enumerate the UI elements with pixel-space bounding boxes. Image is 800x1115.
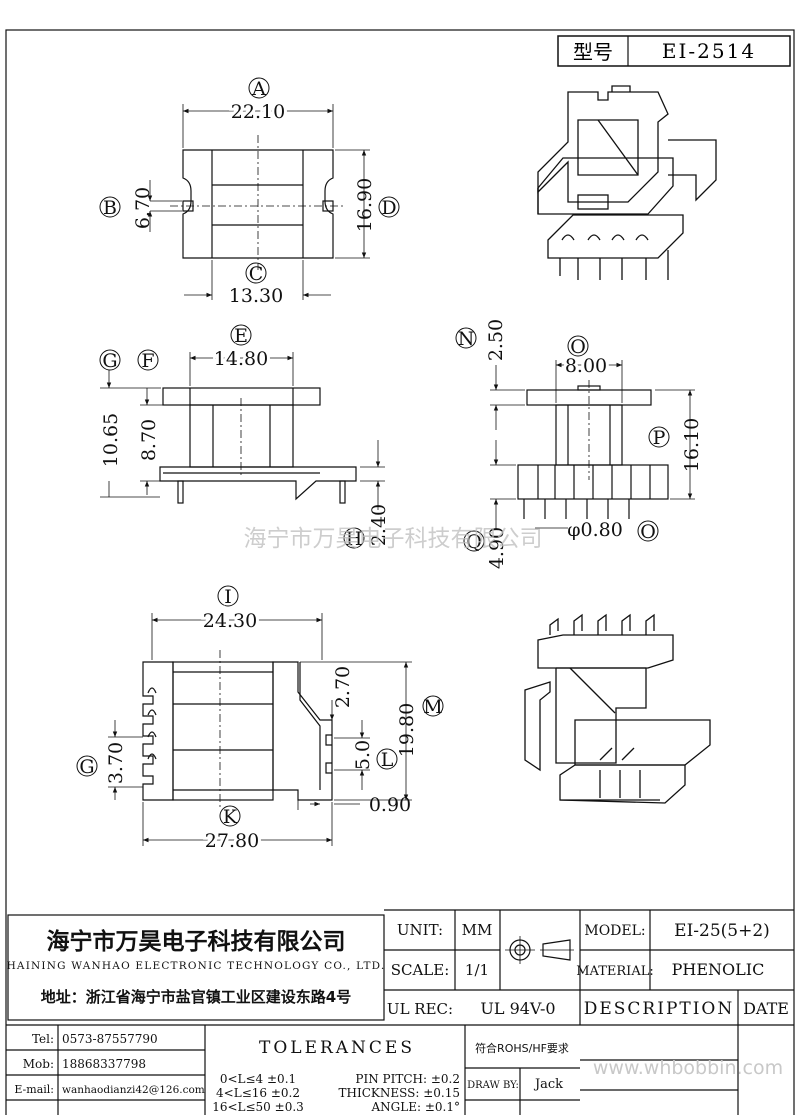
svg-text:8.00: 8.00 xyxy=(565,355,607,377)
svg-text:16<L≤50 ±0.3: 16<L≤50 ±0.3 xyxy=(212,1100,304,1114)
sheet-border xyxy=(5,29,795,1115)
svg-text:O: O xyxy=(640,521,656,543)
side-view xyxy=(490,360,695,530)
isometric-view-top xyxy=(537,85,717,280)
model-title-label: 型号 xyxy=(573,40,613,64)
bottom-view-labels: I 24.30 19.80 M 2.70 5.0 L G 3.70 K 27.8… xyxy=(76,585,444,855)
svg-text:F: F xyxy=(141,350,154,372)
svg-text:Q: Q xyxy=(466,531,482,553)
svg-text:P: P xyxy=(653,427,666,449)
email-value: wanhaodianzi42@126.com xyxy=(62,1084,205,1096)
tel-label: Tel: xyxy=(32,1032,54,1046)
model-label: MODEL: xyxy=(584,923,645,939)
svg-text:16.90: 16.90 xyxy=(354,178,376,232)
draw-by-label: DRAW BY: xyxy=(467,1080,519,1091)
mob-label: Mob: xyxy=(23,1057,54,1071)
svg-text:10.65: 10.65 xyxy=(100,413,122,467)
material-value: PHENOLIC xyxy=(672,960,765,979)
model-title-box: 型号 EI-2514 xyxy=(557,35,791,67)
bottom-view xyxy=(108,613,412,846)
svg-text:K: K xyxy=(223,806,238,828)
svg-text:2.50: 2.50 xyxy=(485,319,507,361)
web-watermark: www.whbobbin.com xyxy=(593,1057,783,1079)
top-view-labels: A 22.10 B 6.70 C 13.30 16.90 D xyxy=(99,77,400,310)
svg-text:L: L xyxy=(381,749,394,771)
svg-text:B: B xyxy=(103,197,117,219)
svg-text:2.40: 2.40 xyxy=(368,504,390,546)
material-label: MATERIAL: xyxy=(576,964,653,979)
draw-by-value: Jack xyxy=(533,1077,563,1092)
svg-text:5.0: 5.0 xyxy=(352,740,374,770)
svg-text:3.70: 3.70 xyxy=(105,742,127,784)
unit-value: MM xyxy=(462,921,493,939)
svg-text:22.10: 22.10 xyxy=(231,101,285,123)
svg-text:13.30: 13.30 xyxy=(229,285,283,307)
date-header: DATE xyxy=(743,999,789,1018)
svg-text:O: O xyxy=(570,336,586,358)
svg-text:I: I xyxy=(224,586,232,608)
svg-text:ANGLE: ±0.1°: ANGLE: ±0.1° xyxy=(371,1100,460,1114)
svg-text:24.30: 24.30 xyxy=(203,610,257,632)
description-header: DESCRIPTION xyxy=(584,999,735,1019)
svg-text:E: E xyxy=(234,325,248,347)
tel-value: 0573-87557790 xyxy=(62,1032,158,1046)
title-block-text: 海宁市万昊电子科技有限公司 HAINING WANHAO ELECTRONIC … xyxy=(7,921,789,1114)
tolerances-title: TOLERANCES xyxy=(259,1038,415,1058)
ul-rec-label: UL REC: xyxy=(387,1000,453,1018)
svg-text:16.10: 16.10 xyxy=(681,418,703,472)
svg-text:A: A xyxy=(251,78,266,100)
svg-text:0<L≤4 ±0.1: 0<L≤4 ±0.1 xyxy=(220,1072,296,1086)
side-view-labels: N 2.50 O 8.00 P 16.10 Q 4.90 φ0.80 O xyxy=(455,319,703,569)
svg-text:4<L≤16 ±0.2: 4<L≤16 ±0.2 xyxy=(216,1086,300,1100)
scale-label: SCALE: xyxy=(391,961,450,979)
svg-text:27.80: 27.80 xyxy=(205,830,259,852)
svg-text:19.80: 19.80 xyxy=(396,703,418,757)
model-value: EI-25(5+2) xyxy=(674,921,770,941)
svg-text:0.90: 0.90 xyxy=(369,794,411,816)
front-view-labels: E 14.80 G F 10.65 8.70 2.40 H xyxy=(99,324,390,550)
company-address: 地址：浙江省海宁市盐官镇工业区建设东路4号 xyxy=(41,988,351,1006)
mob-value: 18868337798 xyxy=(62,1057,146,1071)
svg-text:PIN PITCH: ±0.2: PIN PITCH: ±0.2 xyxy=(355,1072,460,1086)
model-title-value: EI-2514 xyxy=(662,39,756,63)
company-name-cn: 海宁市万昊电子科技有限公司 xyxy=(47,928,346,955)
email-label: E-mail: xyxy=(14,1083,54,1096)
title-block xyxy=(6,909,794,1115)
ul-rec-value: UL 94V-0 xyxy=(480,999,555,1018)
svg-text:D: D xyxy=(381,197,396,219)
svg-text:6.70: 6.70 xyxy=(132,187,154,229)
rohs-note: 符合ROHS/HF要求 xyxy=(475,1041,569,1055)
svg-text:4.90: 4.90 xyxy=(486,527,508,569)
unit-label: UNIT: xyxy=(397,921,443,939)
company-name-en: HAINING WANHAO ELECTRONIC TECHNOLOGY CO.… xyxy=(7,960,386,972)
company-watermark: 海宁市万昊电子科技有限公司 xyxy=(244,526,543,552)
svg-text:2.70: 2.70 xyxy=(332,666,354,708)
top-view xyxy=(147,104,370,300)
scale-value: 1/1 xyxy=(465,961,489,979)
svg-text:H: H xyxy=(346,528,363,550)
svg-text:φ0.80: φ0.80 xyxy=(567,519,623,541)
svg-text:C: C xyxy=(249,263,264,285)
svg-text:THICKNESS: ±0.15: THICKNESS: ±0.15 xyxy=(339,1086,460,1100)
front-view xyxy=(100,352,385,510)
isometric-view-bottom xyxy=(524,613,711,804)
svg-text:G: G xyxy=(79,756,94,778)
svg-text:M: M xyxy=(423,696,442,718)
svg-text:G: G xyxy=(102,350,117,372)
svg-text:8.70: 8.70 xyxy=(138,419,160,461)
svg-text:N: N xyxy=(458,328,475,350)
svg-text:14.80: 14.80 xyxy=(214,348,268,370)
